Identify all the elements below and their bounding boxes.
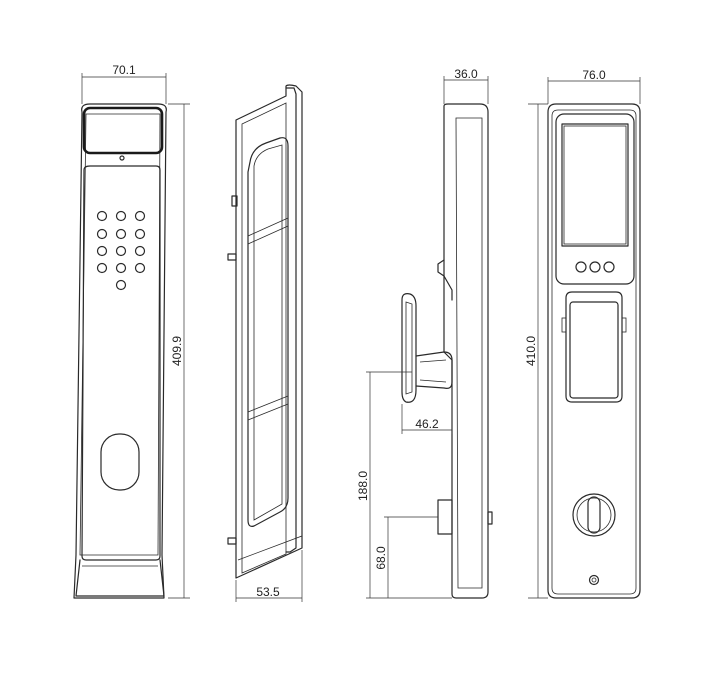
- back-screen-inner: [563, 125, 627, 245]
- profile-front-edge: [285, 87, 297, 553]
- front-bottom-base: [75, 559, 165, 597]
- profile-tab: [227, 253, 237, 261]
- keypad-button: [115, 210, 127, 222]
- profile-segment-line: [247, 395, 289, 413]
- handle-neck: [415, 351, 453, 389]
- back-button: [603, 261, 615, 273]
- profile-base: [237, 535, 303, 561]
- side-back-notch: [437, 259, 445, 277]
- back-handle-base: [565, 291, 623, 403]
- profile-segment-line: [247, 217, 289, 237]
- keypad-button: [134, 228, 146, 240]
- profile-depth-label: 53.5: [256, 585, 280, 599]
- back-thumb-turn-ring: [576, 497, 612, 533]
- front-camera-lens: [119, 155, 125, 161]
- back-reset-button-inner: [591, 577, 597, 583]
- profile-segment-line: [247, 225, 289, 245]
- back-screen: [561, 123, 629, 247]
- front-fingerprint-reader: [100, 433, 140, 491]
- back-height-label: 410.0: [524, 336, 538, 366]
- side-body-inner: [455, 117, 483, 589]
- back-width-label: 76.0: [582, 68, 606, 82]
- side-body: [443, 103, 489, 599]
- keypad-button: [96, 228, 108, 240]
- front-height-label: 409.9: [170, 336, 184, 366]
- side-depth-label: 36.0: [454, 67, 478, 81]
- back-handle-side: [561, 317, 567, 333]
- side-view: 36.0 46.2 188.0 68.0: [356, 67, 493, 599]
- front-inner-edge: [79, 113, 161, 556]
- side-latch: [437, 499, 453, 535]
- profile-outer-frame: [235, 84, 303, 579]
- profile-inner-frame: [241, 102, 287, 574]
- keypad-button: [96, 262, 108, 274]
- front-camera-window: [82, 106, 164, 155]
- front-width-label: 70.1: [112, 63, 136, 77]
- profile-panel: [247, 137, 289, 527]
- back-thumb-turn-knob: [587, 496, 601, 534]
- back-handle-side: [621, 317, 627, 333]
- keypad-button: [115, 262, 127, 274]
- keypad-button: [96, 245, 108, 257]
- back-screen-housing: [555, 113, 635, 285]
- handle-lever-inner: [405, 301, 413, 395]
- side-upper-step: [443, 275, 453, 301]
- back-thumb-turn: [572, 493, 616, 537]
- keypad-button: [96, 210, 108, 222]
- profile-view: 53.5: [227, 84, 303, 602]
- profile-segment-line: [247, 403, 289, 421]
- front-outer-body: [73, 103, 167, 599]
- back-button: [589, 261, 601, 273]
- front-panel: [81, 165, 161, 561]
- profile-tab: [231, 195, 238, 207]
- keypad-button: [115, 279, 127, 291]
- keypad-button: [134, 262, 146, 274]
- back-reset-button: [588, 574, 600, 586]
- back-inner-edge: [551, 109, 637, 595]
- back-button: [575, 261, 587, 273]
- keypad-button: [115, 228, 127, 240]
- front-keypad: [96, 210, 146, 291]
- handle-lever: [401, 293, 417, 403]
- profile-panel-inner: [253, 144, 283, 521]
- back-outer-body: [547, 103, 641, 599]
- back-handle-plate: [569, 301, 619, 399]
- keypad-button: [134, 210, 146, 222]
- keypad-button: [115, 245, 127, 257]
- front-view: 70.1 409.9: [73, 63, 190, 599]
- handle-height-label: 188.0: [356, 471, 370, 501]
- profile-tab: [227, 537, 237, 545]
- side-latch-pin: [487, 511, 493, 525]
- keypad-button: [134, 245, 146, 257]
- handle-projection-label: 46.2: [415, 417, 439, 431]
- back-view: 76.0 410.0: [524, 68, 641, 599]
- latch-height-label: 68.0: [374, 546, 388, 570]
- handle-neck-line: [419, 359, 447, 383]
